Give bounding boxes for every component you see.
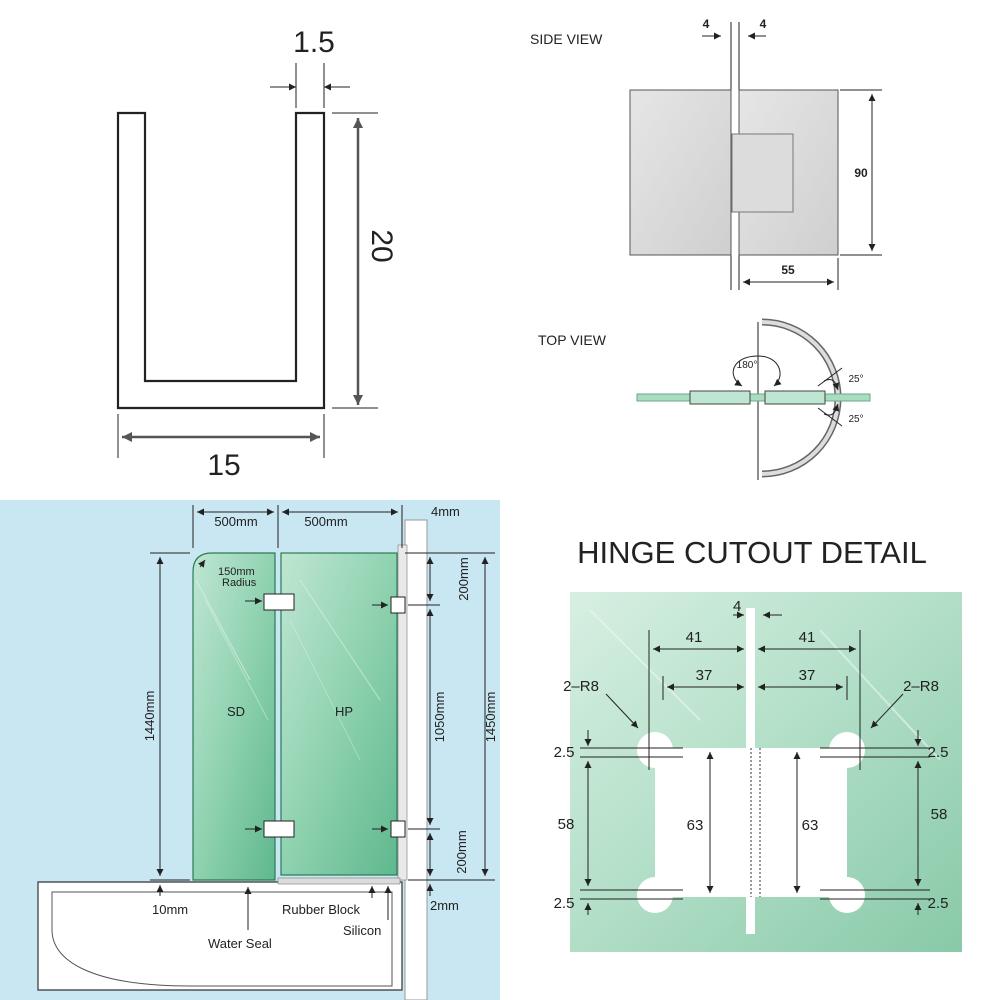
side-gap-right-label: 4 <box>760 17 767 31</box>
top-angle-lower-label: 25° <box>848 414 863 425</box>
cutout-gap-label: 4 <box>733 598 741 615</box>
hinge-cutout-detail <box>570 592 962 952</box>
cutout-bottom-left-label: 2.5 <box>554 895 575 912</box>
install-width-left-label: 500mm <box>214 514 257 529</box>
cutout-side-left-label: 58 <box>558 816 575 833</box>
side-height-label: 90 <box>854 166 868 180</box>
hinge-side-view <box>629 22 882 290</box>
cutout-left-outer-label: 41 <box>686 629 703 646</box>
cutout-radius-left-label: 2–R8 <box>563 678 599 695</box>
cutout-inner-left-label: 63 <box>687 817 704 834</box>
cutout-top-left-label: 2.5 <box>554 744 575 761</box>
cutout-inner-right-label: 63 <box>802 817 819 834</box>
u-channel-profile <box>116 63 378 458</box>
install-top-offset-label: 200mm <box>456 557 471 600</box>
cutout-bottom-right-label: 2.5 <box>928 895 949 912</box>
cutout-right-inner-label: 37 <box>799 667 816 684</box>
install-radius-value-label: 150mm <box>218 566 255 578</box>
cutout-title: HINGE CUTOUT DETAIL <box>577 535 927 570</box>
install-hinge-spacing-label: 1050mm <box>432 692 447 743</box>
hinge-top-view <box>636 318 871 480</box>
cutout-left-inner-label: 37 <box>696 667 713 684</box>
top-angle-upper-label: 25° <box>848 374 863 385</box>
install-height-left-label: 1440mm <box>142 691 157 742</box>
side-gap-left-label: 4 <box>703 17 710 31</box>
channel-thickness-label: 1.5 <box>293 26 335 59</box>
channel-width-label: 15 <box>207 449 240 482</box>
panel-sd-label: SD <box>227 704 245 719</box>
install-wall-gap-label: 4mm <box>431 504 460 519</box>
install-height-right-label: 1450mm <box>483 692 498 743</box>
rubber-block-label: Rubber Block <box>282 902 361 917</box>
installation-diagram <box>0 500 500 1000</box>
install-bottom-offset-label: 200mm <box>454 830 469 873</box>
silicon-label: Silicon <box>343 923 381 938</box>
cutout-side-right-label: 58 <box>931 806 948 823</box>
install-width-right-label: 500mm <box>304 514 347 529</box>
cutout-right-outer-label: 41 <box>799 629 816 646</box>
water-seal-label: Water Seal <box>208 936 272 951</box>
panel-hp-label: HP <box>335 704 353 719</box>
install-bottom-gap-label: 10mm <box>152 902 188 917</box>
channel-height-label: 20 <box>365 229 398 262</box>
side-width-label: 55 <box>781 263 795 277</box>
install-radius-word-label: Radius <box>222 577 257 589</box>
top-angle-open-label: 180° <box>737 360 758 371</box>
side-view-title: SIDE VIEW <box>530 31 603 47</box>
top-view-title: TOP VIEW <box>538 332 607 348</box>
install-small-gap-label: 2mm <box>430 898 459 913</box>
cutout-radius-right-label: 2–R8 <box>903 678 939 695</box>
cutout-top-right-label: 2.5 <box>928 744 949 761</box>
